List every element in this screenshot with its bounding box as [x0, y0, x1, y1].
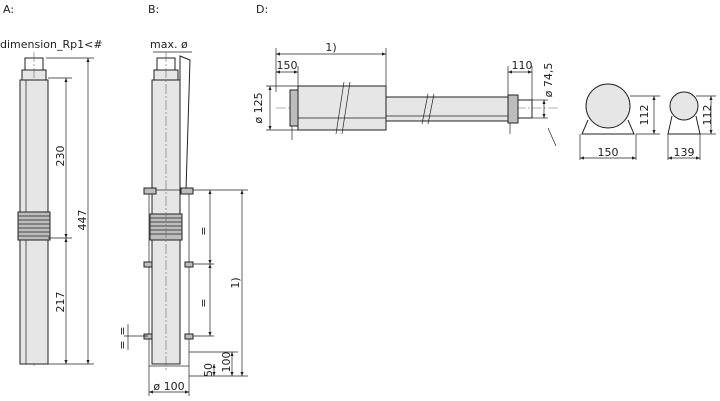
dim-110-value: 110	[512, 59, 533, 72]
flow-sleeve	[297, 85, 387, 131]
pump-horizontal-body	[385, 96, 509, 122]
discharge-nozzle	[517, 99, 533, 119]
side-width-value: 139	[674, 146, 695, 159]
flow-sleeve-end	[289, 89, 299, 127]
clamp	[143, 333, 153, 340]
view-d-label: D:	[256, 3, 268, 16]
view-b: B: max. ø =	[116, 3, 248, 396]
front-view-circle	[585, 83, 631, 129]
side-view-circle	[669, 91, 699, 121]
clamp	[180, 187, 194, 195]
discharge-head-flange	[507, 94, 519, 124]
pump-suction-strainer	[17, 211, 51, 241]
dim-total-value: 447	[76, 210, 89, 231]
dim-dia-125-value: ø 125	[252, 92, 265, 123]
dim-diameter-value: ø 100	[153, 380, 184, 393]
equal-sign: =	[116, 326, 129, 335]
front-height-value: 112	[638, 105, 651, 126]
view-a-thread-note: dimension_Rp1<#	[0, 38, 103, 51]
dim-length-value: 1)	[325, 41, 336, 54]
dim-150-value: 150	[277, 59, 298, 72]
equal-sign: =	[197, 226, 210, 235]
pump-hydraulic-body	[19, 79, 49, 213]
side-view: 139 112	[667, 91, 716, 160]
clamp	[184, 261, 194, 268]
dim-spacing-value: 1)	[229, 277, 242, 288]
dim-lower-value: 217	[54, 292, 67, 313]
mounting-clamps	[143, 187, 194, 340]
front-view-base	[581, 119, 635, 135]
break-marks	[335, 81, 435, 135]
view-d: D: 1) 150 110	[252, 3, 716, 160]
strainer-grid	[18, 215, 50, 237]
support-foot	[547, 127, 557, 147]
cable-guard	[179, 55, 191, 191]
side-view-base	[667, 115, 701, 135]
front-width-value: 150	[598, 146, 619, 159]
view-b-max-diameter-note: max. ø	[150, 38, 188, 51]
pump-motor	[19, 239, 49, 365]
front-view: 150 112	[579, 83, 660, 160]
view-b-label: B:	[148, 3, 159, 16]
clamp	[184, 333, 194, 340]
equal-sign: =	[197, 298, 210, 307]
dim-upper-value: 230	[54, 146, 67, 167]
equal-sign: =	[116, 340, 129, 349]
clamp	[143, 261, 153, 268]
dim-100-value: 100	[220, 352, 233, 373]
clamp	[143, 187, 157, 195]
dim-50-value: 50	[202, 363, 215, 377]
cooling-shroud	[148, 189, 190, 367]
view-a: A: dimension_Rp1<# 230 217	[0, 3, 103, 368]
dim-dia-74-value: ø 74,5	[542, 63, 555, 98]
view-a-label: A:	[3, 3, 14, 16]
side-height-value: 112	[701, 105, 714, 126]
